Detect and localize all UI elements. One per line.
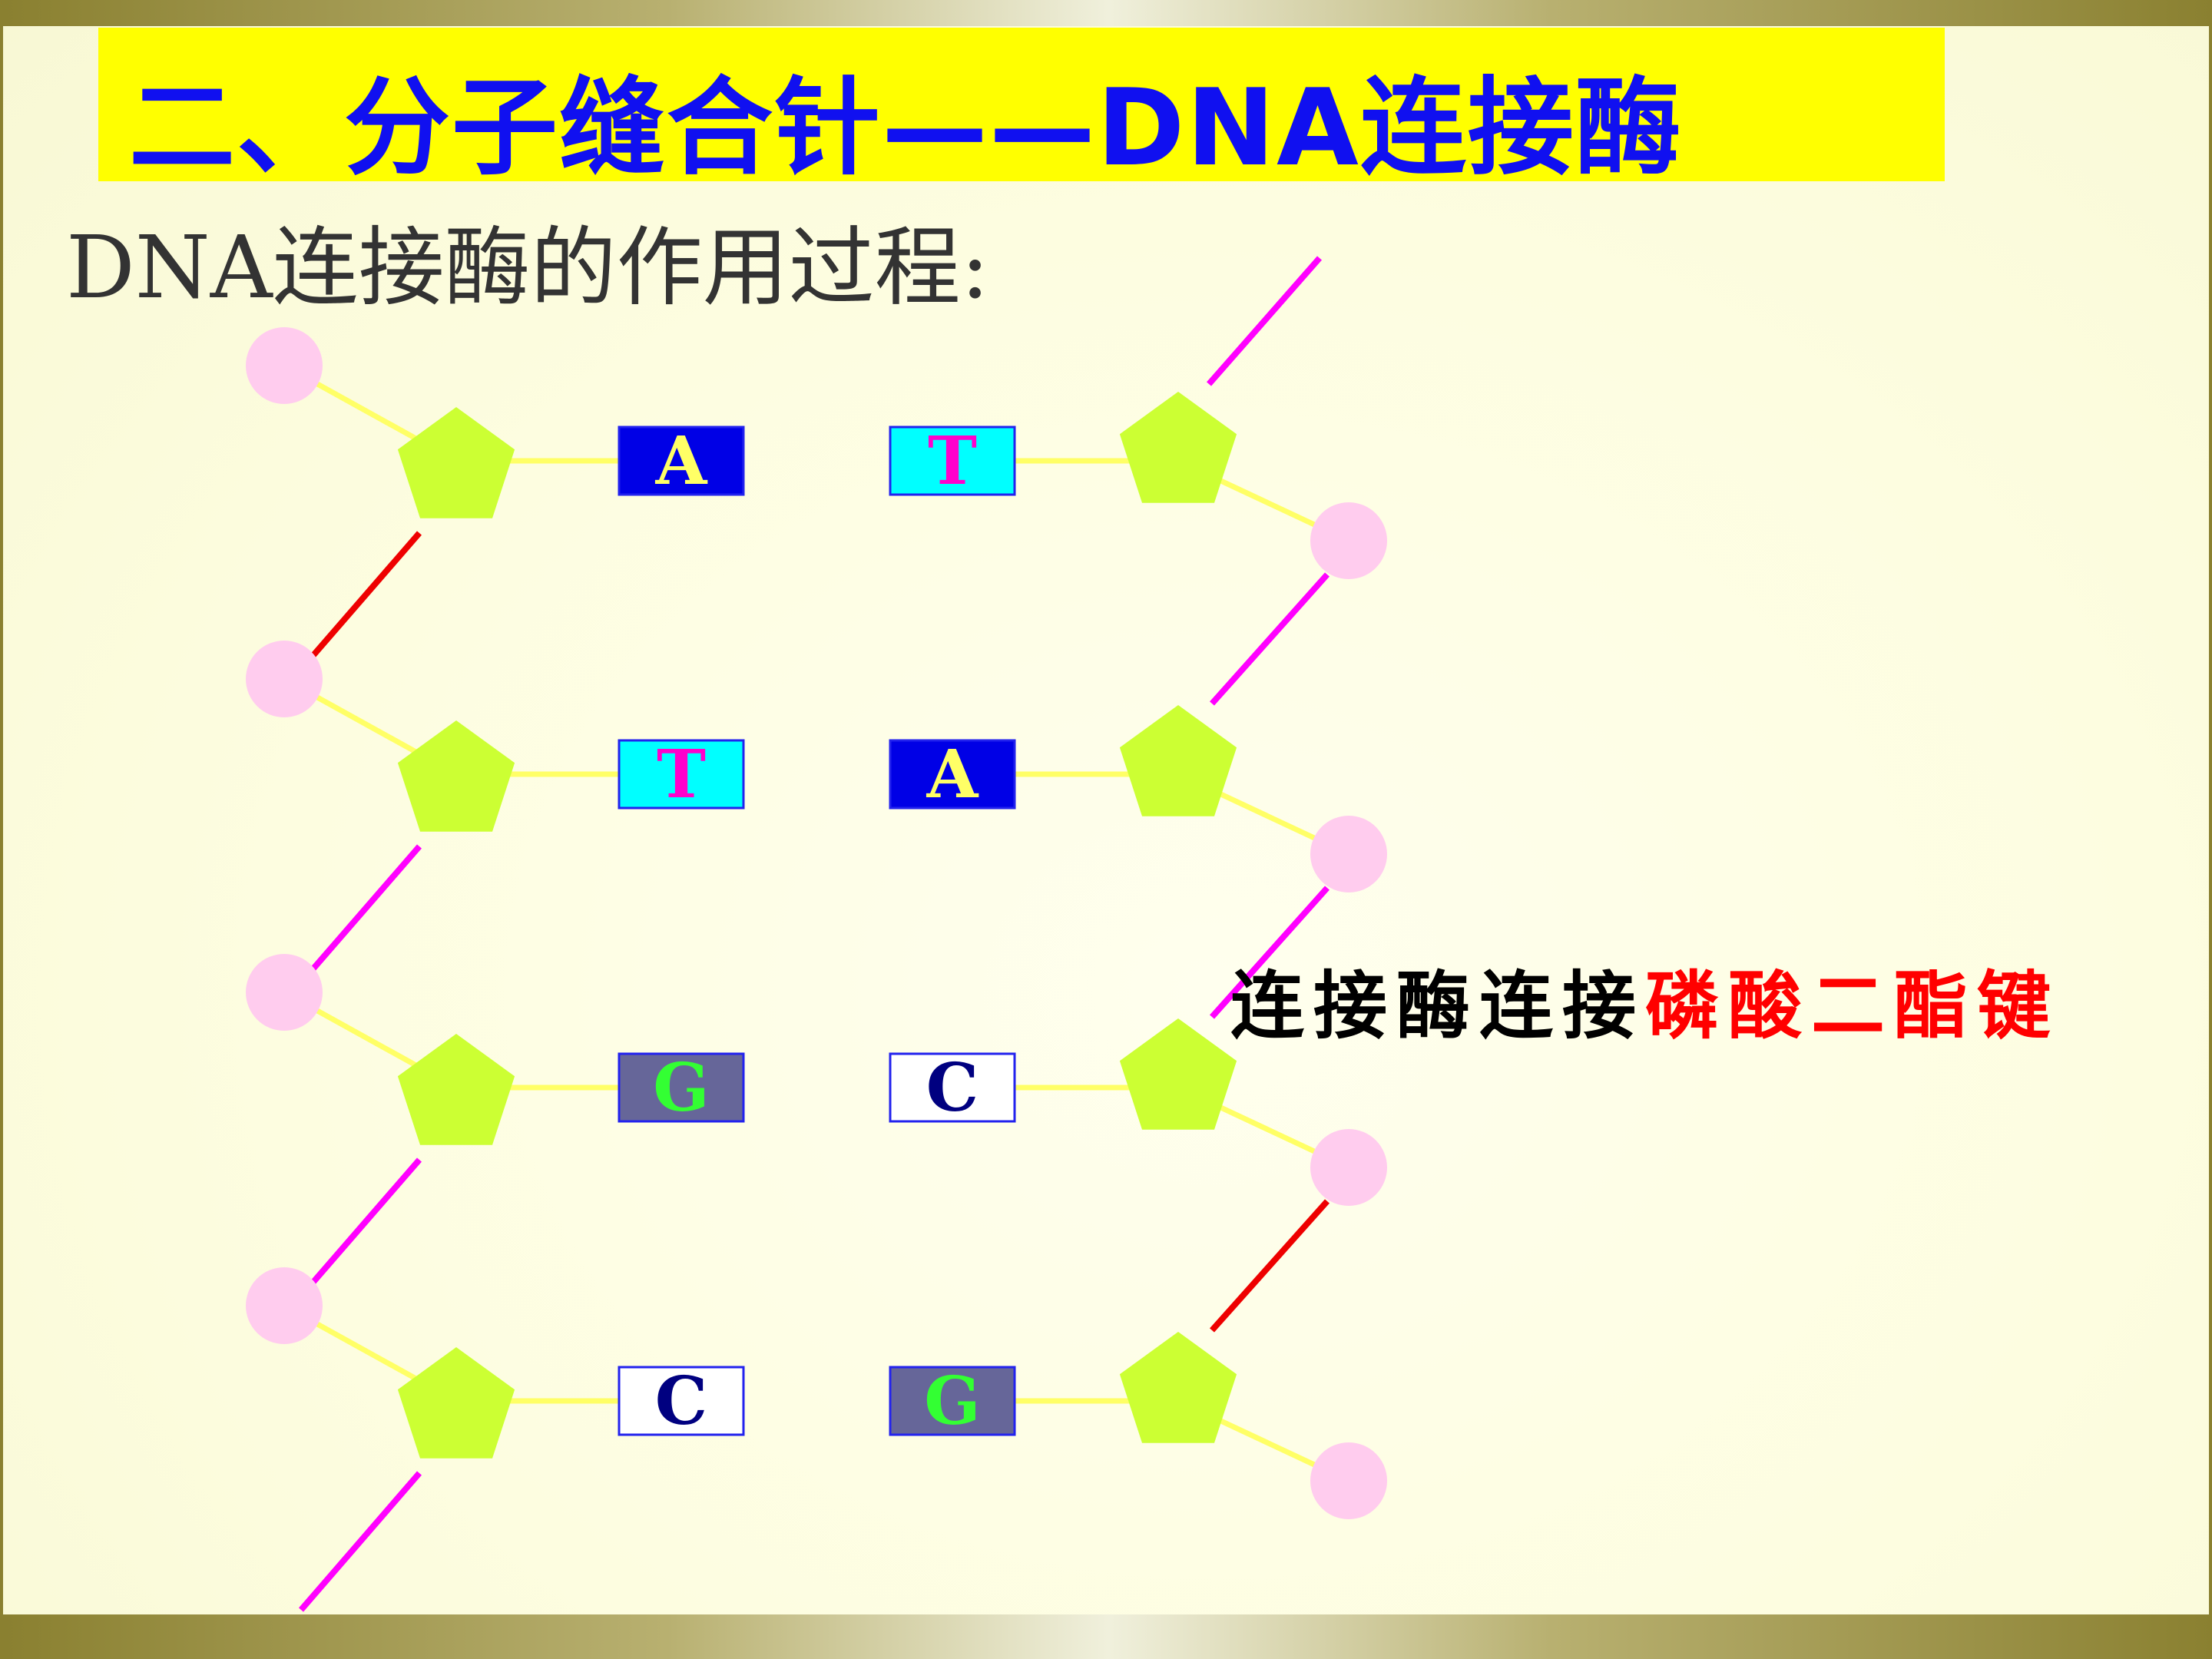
right-base-rect bbox=[889, 1052, 1016, 1123]
right-base-box: C bbox=[889, 1049, 1016, 1127]
right-sugar-pentagon bbox=[1119, 705, 1237, 816]
left-base-rect bbox=[618, 1366, 745, 1436]
right-phosphodiester-bond bbox=[1210, 886, 1330, 1019]
right-base-box: T bbox=[889, 422, 1016, 500]
annotation-highlight: 磷酸二酯键 bbox=[1645, 962, 2060, 1049]
left-phosphate-circle bbox=[246, 954, 323, 1031]
right-base-letter: T bbox=[928, 422, 977, 500]
dna-diagram: A T T A G C C G bbox=[246, 256, 1387, 1612]
right-base-rect bbox=[889, 1366, 1016, 1436]
left-base-box: A bbox=[618, 422, 745, 500]
left-base-letter: T bbox=[657, 736, 706, 813]
annotation-prefix: 连接酶连接 bbox=[1230, 962, 1645, 1049]
right-base-letter: C bbox=[926, 1049, 979, 1127]
left-phosphodiester-bond bbox=[298, 1471, 422, 1612]
right-phosphate-circle bbox=[1310, 1442, 1387, 1519]
right-phosphate-circle bbox=[1310, 816, 1387, 892]
left-base-box: T bbox=[618, 736, 745, 813]
right-base-rect bbox=[889, 739, 1016, 810]
left-base-box: G bbox=[618, 1049, 745, 1127]
right-sugar-pentagon bbox=[1119, 1332, 1237, 1443]
right-sugar-pentagon bbox=[1119, 392, 1237, 503]
left-base-box: C bbox=[618, 1363, 745, 1440]
subtitle: DNA连接酶的作用过程: bbox=[66, 218, 990, 318]
right-phosphate-circle bbox=[1310, 502, 1387, 579]
left-sugar-pentagon bbox=[397, 1034, 515, 1145]
left-base-letter: A bbox=[655, 422, 708, 500]
ligase-annotation: 连接酶连接磷酸二酯键 bbox=[1230, 946, 2060, 1053]
right-phosphodiester-bond bbox=[1210, 572, 1330, 706]
left-phosphodiester-bond bbox=[306, 531, 422, 663]
slide-title: 二、分子缝合针——DNA连接酶 bbox=[129, 66, 1683, 190]
right-base-rect bbox=[889, 426, 1016, 496]
bottom-border-band bbox=[3, 1614, 2212, 1659]
left-phosphodiester-bond bbox=[306, 844, 422, 976]
left-sugar-pentagon bbox=[397, 720, 515, 832]
right-sugar-pentagon bbox=[1119, 1018, 1237, 1130]
right-phosphate-circle bbox=[1310, 1129, 1387, 1206]
right-base-box: G bbox=[889, 1363, 1016, 1440]
left-base-rect bbox=[618, 426, 745, 496]
left-phosphate-circle bbox=[246, 327, 323, 404]
left-base-rect bbox=[618, 739, 745, 810]
left-sugar-pentagon bbox=[397, 1347, 515, 1459]
right-phosphodiester-bond bbox=[1210, 1199, 1330, 1333]
left-sugar-pentagon bbox=[397, 407, 515, 518]
right-base-letter: A bbox=[926, 736, 979, 813]
top-border-band bbox=[3, 0, 2212, 26]
title-bar: 二、分子缝合针——DNA连接酶 bbox=[98, 28, 1945, 190]
left-phosphodiester-bond bbox=[306, 1157, 422, 1290]
left-phosphate-circle bbox=[246, 1267, 323, 1344]
left-base-letter: G bbox=[653, 1049, 709, 1127]
left-base-rect bbox=[618, 1052, 745, 1123]
left-phosphate-circle bbox=[246, 641, 323, 717]
right-base-letter: G bbox=[924, 1363, 980, 1440]
right-base-box: A bbox=[889, 736, 1016, 813]
left-base-letter: C bbox=[655, 1363, 707, 1440]
right-top-strand-bond bbox=[1206, 256, 1323, 386]
